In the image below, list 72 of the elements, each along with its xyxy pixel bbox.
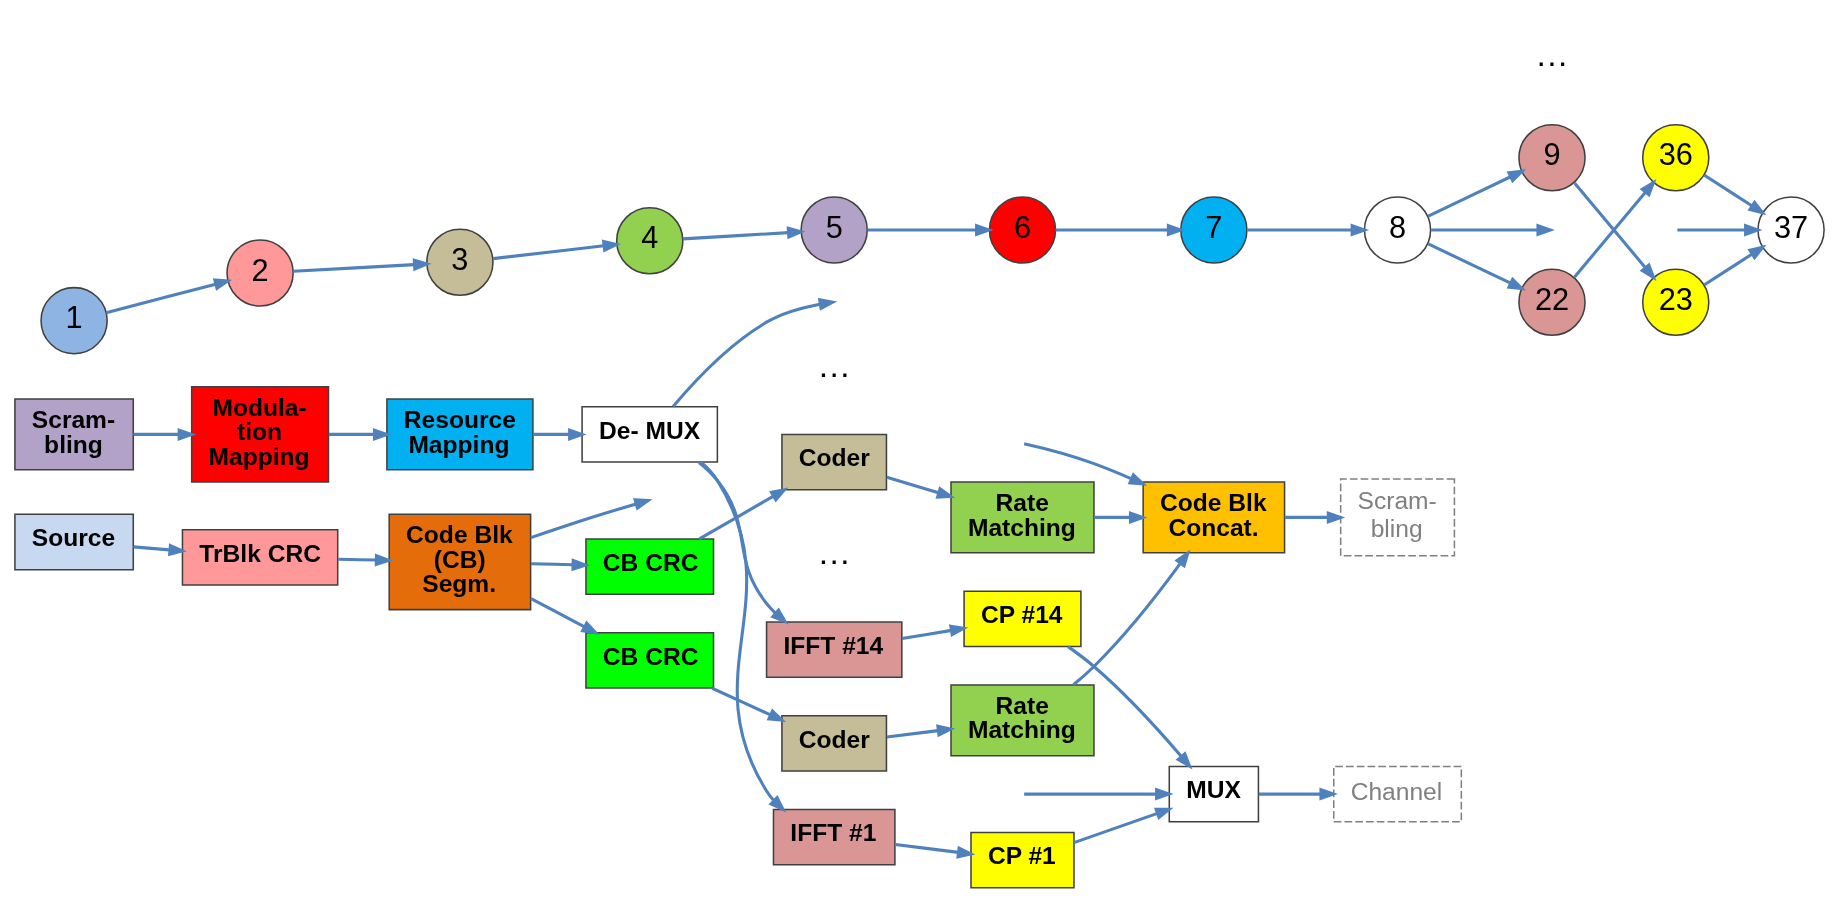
node-circle: 1 xyxy=(40,286,108,355)
node-box: IFFT #1 xyxy=(772,808,896,866)
node-box: Channel xyxy=(1333,765,1463,823)
node-box: TrBlk CRC xyxy=(181,528,339,586)
arrow xyxy=(133,543,187,557)
arrow xyxy=(886,475,956,499)
arrow xyxy=(867,223,994,237)
node-box: Code Blk (CB) Segm. xyxy=(388,513,532,611)
arrow xyxy=(698,487,789,541)
node-circle: 3 xyxy=(426,228,494,297)
arrow xyxy=(901,624,969,641)
label: … xyxy=(1535,35,1569,74)
node-box: Scram- bling xyxy=(14,398,135,471)
arrow xyxy=(338,553,394,567)
arrow xyxy=(328,427,392,441)
arrow xyxy=(492,239,621,261)
node-circle: 9 xyxy=(1518,123,1586,192)
arrow xyxy=(682,226,806,241)
node-box: CB CRC xyxy=(585,631,715,689)
node-box: CP #1 xyxy=(970,831,1075,889)
node-box: Coder xyxy=(781,433,888,491)
arrow xyxy=(1023,442,1148,486)
node-box: MUX xyxy=(1168,765,1260,823)
node-box: IFFT #14 xyxy=(765,621,903,679)
node-box: Scram- bling xyxy=(1339,478,1456,557)
arrow xyxy=(1427,242,1527,291)
node-box: Source xyxy=(14,513,135,571)
arrow xyxy=(1073,807,1174,845)
arrow xyxy=(530,597,600,635)
arrow xyxy=(1055,223,1186,237)
arrow xyxy=(711,686,787,723)
arrow xyxy=(1094,510,1148,524)
node-box: Coder xyxy=(781,714,888,772)
label: … xyxy=(817,345,852,384)
node-box: CB CRC xyxy=(585,538,715,596)
node-circle: 8 xyxy=(1363,196,1432,264)
arrow xyxy=(1258,787,1338,801)
arrow xyxy=(700,461,787,813)
node-circle: 6 xyxy=(988,196,1057,264)
arrow xyxy=(886,724,956,739)
node-box: Rate Matching xyxy=(950,481,1095,554)
node-box: Code Blk Concat. xyxy=(1142,481,1286,554)
arrow xyxy=(530,558,591,572)
arrow xyxy=(895,843,976,859)
node-circle: 22 xyxy=(1518,268,1586,337)
arrow xyxy=(1284,510,1346,524)
node-box: Modula- tion Mapping xyxy=(190,386,330,483)
node-circle: 5 xyxy=(800,196,868,264)
node-circle: 4 xyxy=(615,206,684,275)
node-box: Resource Mapping xyxy=(386,398,534,471)
arrow xyxy=(105,278,233,315)
arrow xyxy=(698,461,789,625)
label: … xyxy=(817,533,852,572)
node-circle: 36 xyxy=(1641,123,1710,192)
arrow xyxy=(1067,645,1193,770)
node-box: Rate Matching xyxy=(950,684,1095,757)
arrow xyxy=(133,427,197,441)
arrow xyxy=(533,427,587,441)
node-circle: 7 xyxy=(1180,196,1248,264)
arrow xyxy=(1024,787,1174,801)
node-circle: 2 xyxy=(226,239,294,307)
arrow xyxy=(1427,169,1527,218)
node-box: De- MUX xyxy=(581,405,719,463)
node-circle: 23 xyxy=(1641,268,1710,337)
arrow xyxy=(293,258,432,273)
arrow xyxy=(1703,173,1767,216)
node-circle: 37 xyxy=(1757,196,1825,264)
arrow xyxy=(1072,549,1191,686)
arrow xyxy=(1247,223,1370,237)
arrow xyxy=(1677,223,1763,237)
node-box: CP #14 xyxy=(963,590,1082,648)
arrow xyxy=(1703,244,1767,286)
